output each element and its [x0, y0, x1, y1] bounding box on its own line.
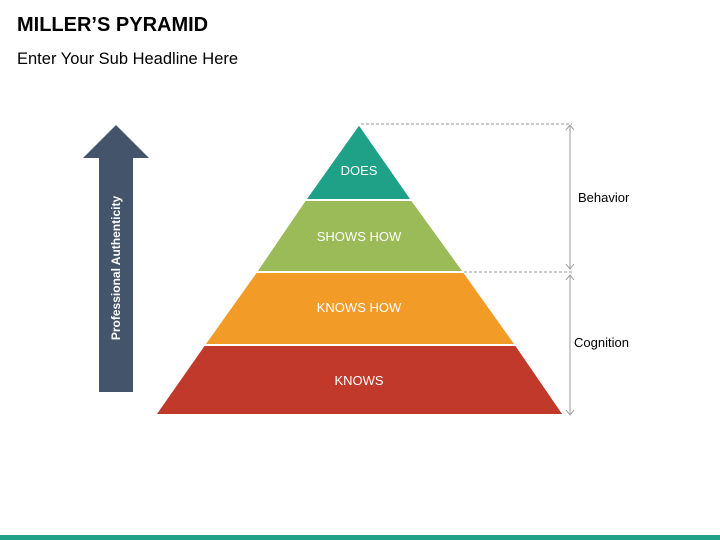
level-label-shows-how: SHOWS HOW — [317, 229, 402, 244]
professional-authenticity-arrow: Professional Authenticity — [83, 125, 149, 392]
up-arrow-icon — [83, 125, 149, 392]
level-label-does: DOES — [341, 163, 378, 178]
pyramid: DOES SHOWS HOW KNOWS HOW KNOWS — [153, 122, 566, 416]
page-subtitle: Enter Your Sub Headline Here — [17, 50, 239, 68]
behavior-bracket — [565, 124, 575, 270]
page-title: MILLER’S PYRAMID — [17, 14, 209, 36]
pyramid-level-knows — [153, 344, 566, 416]
arrowhead-down-icon — [565, 263, 575, 270]
axis-label: Professional Authenticity — [109, 196, 123, 341]
group-label-cognition: Cognition — [574, 335, 629, 350]
arrowhead-up-icon — [565, 274, 575, 281]
arrowhead-up-icon — [565, 124, 575, 131]
level-label-knows-how: KNOWS HOW — [317, 300, 402, 315]
pyramid-level-does — [303, 122, 414, 201]
footer-accent-bar — [0, 535, 720, 540]
arrowhead-down-icon — [565, 409, 575, 416]
group-label-behavior: Behavior — [578, 190, 630, 205]
guide-lines — [361, 123, 572, 273]
cognition-bracket — [565, 274, 575, 416]
level-label-knows: KNOWS — [334, 373, 383, 388]
